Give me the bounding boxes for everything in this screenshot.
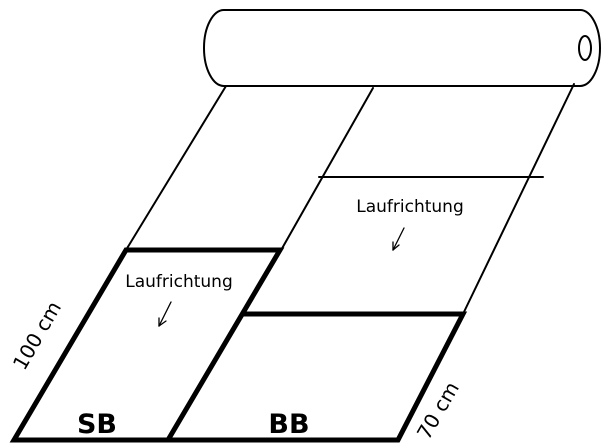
dimension-label-width: 70 cm	[412, 378, 464, 444]
sb-label: SB	[77, 409, 117, 440]
arrow-down-left-icon	[392, 227, 405, 251]
sheet-middle-divider	[279, 87, 374, 253]
direction-label-lower: Laufrichtung	[125, 272, 233, 292]
arrow-down-left-icon	[158, 301, 172, 327]
sheet-left-edge	[125, 85, 227, 251]
bb-label: BB	[268, 409, 309, 440]
paper-roll-icon	[203, 9, 601, 87]
bb-piece	[165, 311, 468, 443]
direction-label-upper: Laufrichtung	[356, 197, 464, 217]
sheet-right-edge	[462, 83, 575, 315]
